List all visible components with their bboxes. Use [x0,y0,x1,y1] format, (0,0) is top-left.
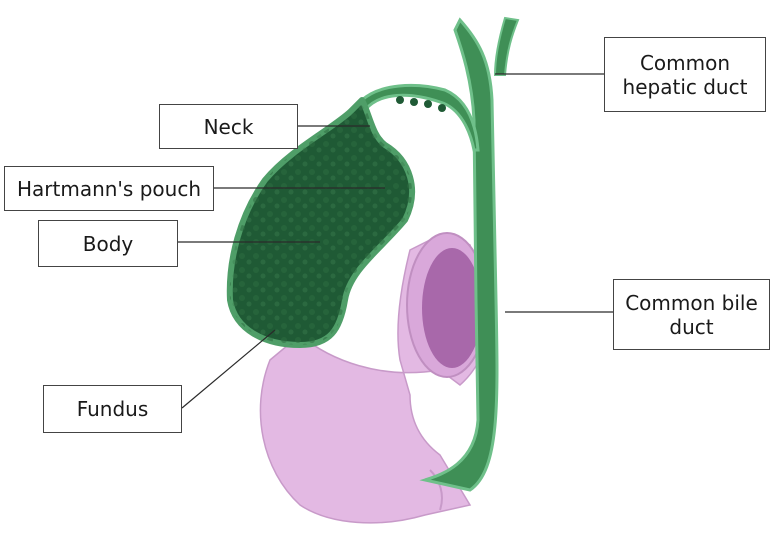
label-body: Body [38,220,178,267]
bile-ducts [360,16,520,492]
duodenum-lumen [422,248,482,368]
label-common-bile-duct-line1: Common bile [625,290,758,315]
label-fundus-text: Fundus [76,397,149,421]
label-common-bile-duct: Common bile duct [613,279,770,350]
leader-line-fundus [181,329,276,409]
label-fundus: Fundus [43,385,182,433]
label-body-text: Body [82,231,134,256]
cystic-duct-valves [396,96,446,112]
label-common-hepatic-duct: Common hepatic duct [604,37,766,112]
hepatic-duct-branch [493,16,520,76]
leader-lines [178,73,613,409]
common-duct [419,17,499,492]
label-common-bile-duct-line2: duct [669,314,714,339]
label-hartmanns-pouch-text: Hartmann's pouch [16,176,201,201]
label-common-hepatic-duct-line2: hepatic duct [622,74,748,99]
label-hartmanns-pouch: Hartmann's pouch [4,166,214,211]
gallbladder [226,97,416,348]
gallbladder-texture [229,100,413,345]
label-neck: Neck [159,104,298,149]
label-common-hepatic-duct-line1: Common [639,50,731,75]
label-neck-text: Neck [203,114,254,139]
duodenum-fold [429,469,443,511]
duodenum [259,232,488,524]
cystic-duct [360,83,480,152]
